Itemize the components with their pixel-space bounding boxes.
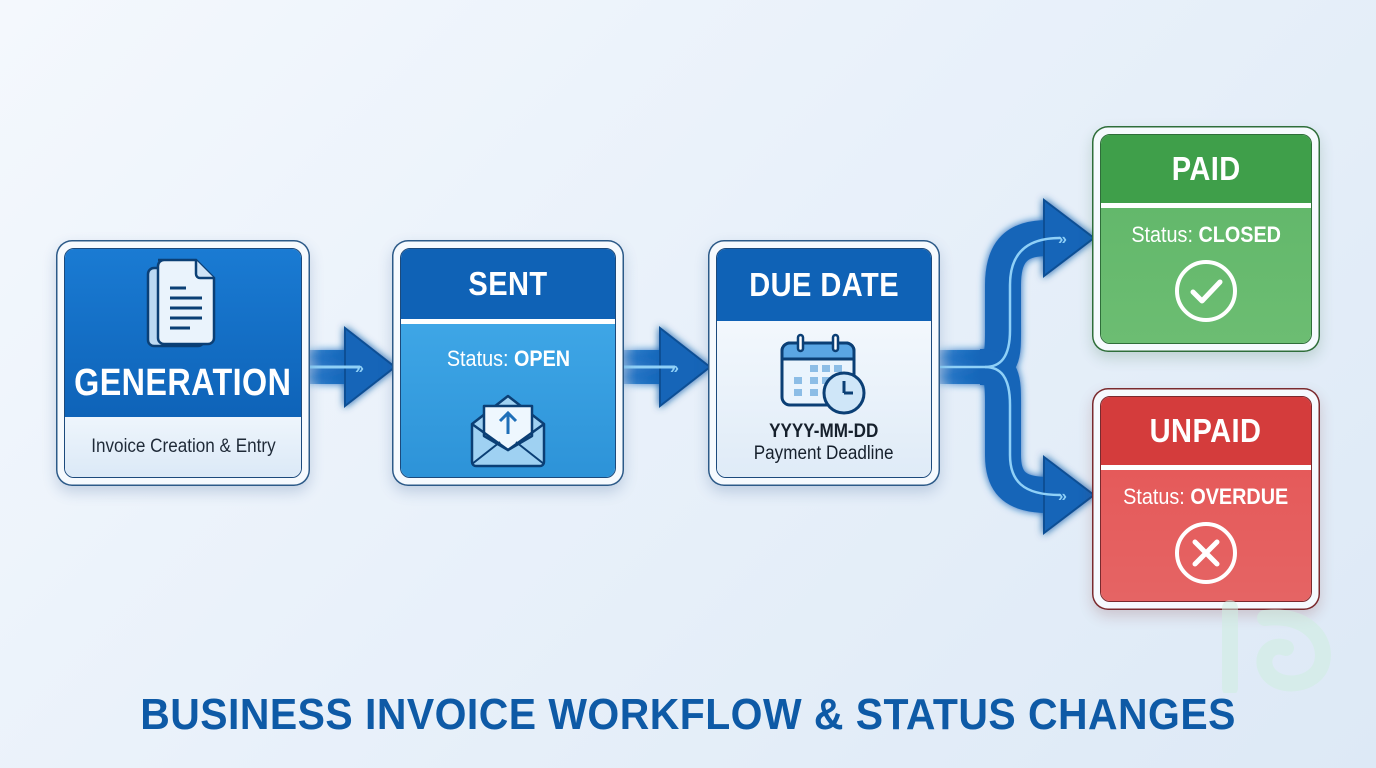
due-date-value: YYYY-MM-DD xyxy=(769,421,879,442)
watermark-logo-icon xyxy=(1222,600,1331,693)
arrow-branch-due-to-outcomes: » » xyxy=(932,197,1096,536)
status-badge: CLOSED xyxy=(1198,222,1281,247)
outcome-card-unpaid: UNPAID Status: OVERDUE xyxy=(1092,388,1320,610)
stage-title: DUE DATE xyxy=(749,266,899,303)
svg-text:»: » xyxy=(1058,488,1067,505)
status-prefix: Status: xyxy=(1131,222,1193,247)
status-text: Status: CLOSED xyxy=(1131,222,1281,248)
arrow-sent-to-due-date: » xyxy=(615,325,712,409)
svg-text:»: » xyxy=(1058,231,1067,248)
x-circle-icon xyxy=(1175,522,1237,584)
status-prefix: Status: xyxy=(1123,484,1186,509)
stage-card-sent: SENT Status: OPEN xyxy=(392,240,624,486)
due-date-label: Payment Deadline xyxy=(754,443,894,464)
status-text: Status: OVERDUE xyxy=(1123,484,1288,510)
diagram-title: BUSINESS INVOICE WORKFLOW & STATUS CHANG… xyxy=(0,690,1376,740)
svg-text:»: » xyxy=(355,360,364,377)
status-badge: OVERDUE xyxy=(1190,484,1289,509)
calendar-clock-icon xyxy=(780,333,866,415)
stage-card-due-date: DUE DATE YYYY-MM-DD P xyxy=(708,240,940,486)
stage-title: GENERATION xyxy=(74,362,292,404)
outcome-title: PAID xyxy=(1171,150,1241,187)
outcome-card-paid: PAID Status: CLOSED xyxy=(1092,126,1320,352)
envelope-upload-icon xyxy=(470,394,546,468)
check-circle-icon xyxy=(1175,260,1237,322)
diagram-title-text: BUSINESS INVOICE WORKFLOW & STATUS CHANG… xyxy=(140,690,1236,739)
status-badge: OPEN xyxy=(513,346,570,371)
document-icon xyxy=(146,258,216,348)
arrow-generation-to-sent: » xyxy=(300,325,397,409)
outcome-title: UNPAID xyxy=(1150,412,1262,449)
svg-text:»: » xyxy=(670,360,679,377)
status-prefix: Status: xyxy=(446,346,508,371)
stage-title: SENT xyxy=(468,265,548,302)
status-text: Status: OPEN xyxy=(446,346,569,372)
stage-subtitle: Invoice Creation & Entry xyxy=(90,436,276,457)
stage-card-generation: GENERATION Invoice Creation & Entry xyxy=(56,240,310,486)
